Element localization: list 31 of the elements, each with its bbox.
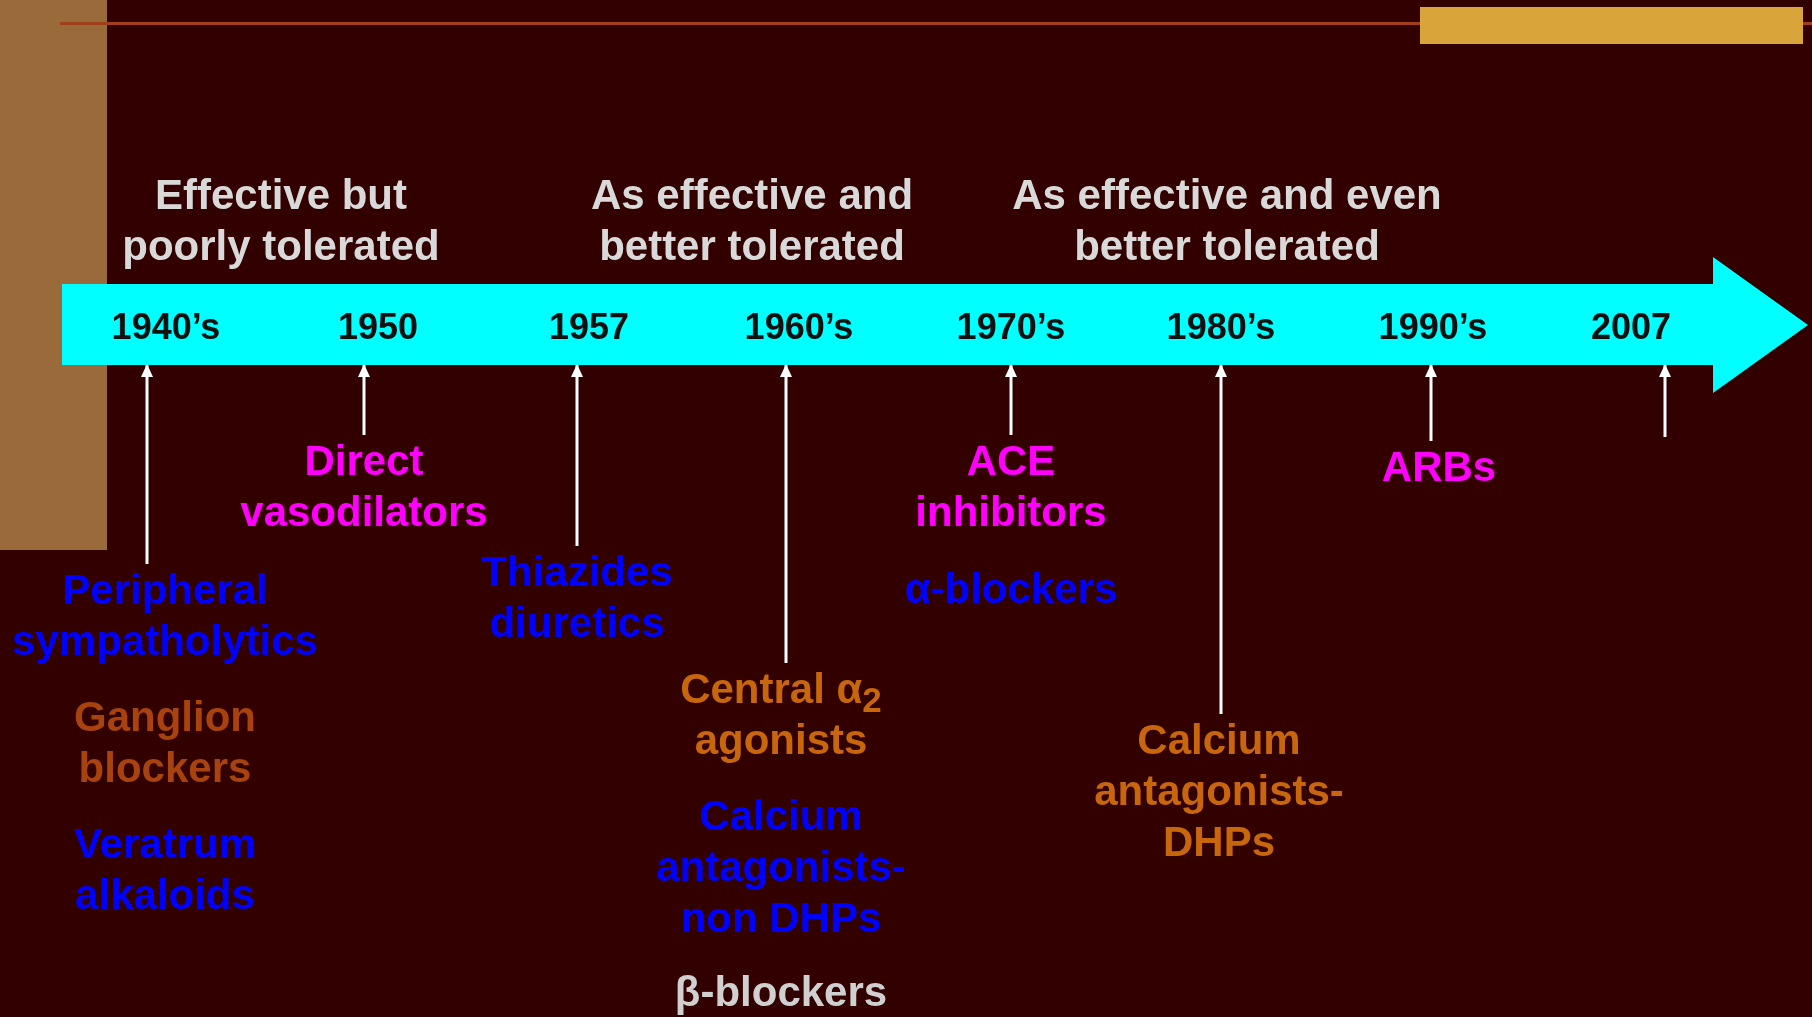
drug-class-label: Direct vasodilators [229,435,499,537]
arrow [571,364,583,546]
drug-class-label: ARBs [1364,441,1514,492]
year-label: 1960’s [719,307,879,347]
drug-class-label: Central α$_{2}$ agonists [671,663,891,765]
drug-class-label: ACE inhibitors [906,435,1116,537]
arrow [1659,364,1671,437]
year-label: 1990’s [1353,307,1513,347]
era-heading: As effective and even better tolerated [1011,170,1443,271]
arrow [1215,364,1227,714]
arrow [1425,364,1437,441]
drug-class-label: Veratrum alkaloids [72,819,258,920]
year-label: 1957 [509,307,669,347]
arrow [780,364,792,663]
year-label: 1970’s [931,307,1091,347]
drug-class-label: Ganglion blockers [73,692,257,793]
drug-class-label: β-blockers [673,969,889,1015]
era-heading: Effective but poorly tolerated [121,170,441,271]
arrow [141,364,153,564]
drug-class-label: Thiazides diuretics [469,546,685,648]
year-label: 1980’s [1141,307,1301,347]
drug-class-label: α-blockers [903,564,1119,614]
year-label: 1940’s [86,307,246,347]
drug-class-label: Calcium antagonists- non DHPs [655,791,907,943]
drug-class-label: Calcium antagonists- DHPs [1084,714,1354,867]
year-label: 1950 [298,307,458,347]
year-label: 2007 [1551,307,1711,347]
arrow [358,364,370,435]
arrow [1005,364,1017,435]
era-heading: As effective and better tolerated [589,170,915,271]
drug-class-label: Peripheral sympatholytics [0,564,330,666]
